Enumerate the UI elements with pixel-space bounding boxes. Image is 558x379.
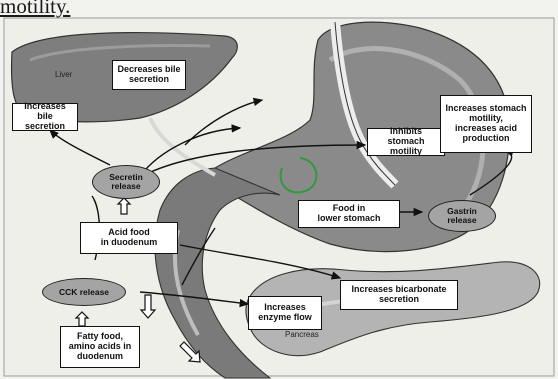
decreases-bile-box: Decreases bile secretion xyxy=(112,60,186,90)
pancreas-label: Pancreas xyxy=(285,330,319,339)
increases-enzyme-box: Increases enzyme flow xyxy=(248,296,322,330)
acid-food-box: Acid food in duodenum xyxy=(80,222,178,254)
gastrin-release-oval: Gastrin release xyxy=(428,200,496,232)
cck-release-oval: CCK release xyxy=(42,278,126,306)
secretin-release-oval: Secretin release xyxy=(92,165,160,199)
increases-stomach-box: Increases stomach motility, increases ac… xyxy=(440,95,532,153)
increases-bile-box: Increases bile secretion xyxy=(12,103,78,131)
increases-bicarbonate-box: Increases bicarbonate secretion xyxy=(340,280,458,310)
inhibits-stomach-box: Inhibits stomach motility xyxy=(367,128,445,156)
food-lower-stomach-box: Food in lower stomach xyxy=(298,200,400,228)
liver-label: Liver xyxy=(55,70,72,79)
fatty-food-box: Fatty food, amino acids in duodenum xyxy=(60,326,140,368)
